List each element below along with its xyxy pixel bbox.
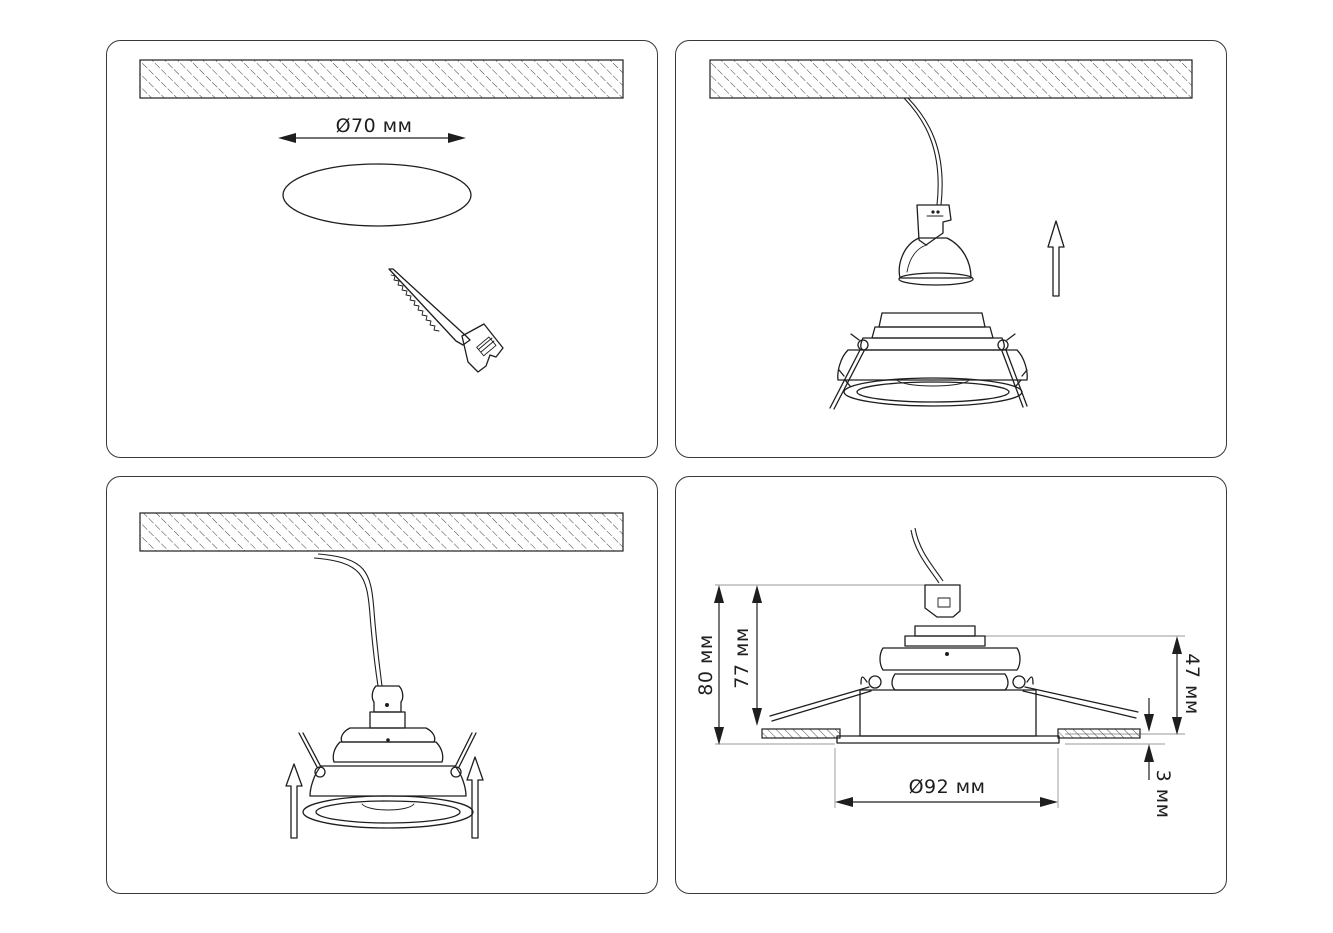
power-wire <box>903 97 939 206</box>
spring-clip-right <box>997 333 1028 408</box>
height-body-label: 77 мм <box>731 627 753 688</box>
downlight-fixture <box>302 727 474 829</box>
lamp-socket <box>924 584 961 618</box>
saw-icon <box>388 268 504 373</box>
lamp-socket <box>916 204 952 246</box>
rim-thickness-label: 3 мм <box>1152 770 1174 819</box>
up-arrow-right-icon <box>466 756 484 839</box>
up-arrow-icon <box>1047 220 1065 297</box>
panel-step-4: 80 мм 77 мм 47 мм 3 мм Ø9 <box>675 476 1227 894</box>
rim-diameter-label: Ø92 мм <box>909 776 986 798</box>
panel-frame <box>675 40 1227 458</box>
up-arrow-left-icon <box>285 763 303 839</box>
ceiling-hole <box>282 163 472 227</box>
panel-step-3 <box>106 476 658 894</box>
height-total-dimension: 80 мм <box>695 585 724 745</box>
power-wire-2 <box>313 557 379 687</box>
power-wire <box>317 553 383 687</box>
ceiling-board-left <box>761 728 841 739</box>
power-wire <box>914 527 944 582</box>
ceiling-slab <box>139 512 624 552</box>
ceiling-slab <box>139 59 624 99</box>
spring-clip-left <box>829 333 869 410</box>
spring-clip-right <box>1012 675 1139 719</box>
hole-diameter-dimension: Ø70 мм <box>278 115 466 143</box>
panel-step-1: Ø70 мм <box>106 40 658 458</box>
rim-diameter-dimension: Ø92 мм <box>835 776 1058 807</box>
ceiling-slab <box>709 59 1193 99</box>
panel-frame <box>106 40 658 458</box>
power-wire-2 <box>910 529 940 584</box>
height-body-dimension: 77 мм <box>731 585 762 726</box>
spring-clip-left <box>298 732 326 778</box>
height-above-label: 47 мм <box>1181 653 1203 714</box>
ceiling-board-right <box>1057 728 1141 739</box>
downlight-fixture <box>836 625 1060 744</box>
spring-clip-right <box>450 732 477 778</box>
rim-thickness-dimension: 3 мм <box>1144 698 1174 818</box>
power-wire-2 <box>907 97 943 206</box>
panel-frame <box>675 476 1227 894</box>
hole-diameter-label: Ø70 мм <box>336 115 413 137</box>
mr16-bulb-icon <box>898 237 974 286</box>
height-total-label: 80 мм <box>695 634 717 695</box>
panel-step-2 <box>675 40 1227 458</box>
spring-clip-left <box>769 675 882 722</box>
height-above-dimension: 47 мм <box>1172 636 1203 735</box>
